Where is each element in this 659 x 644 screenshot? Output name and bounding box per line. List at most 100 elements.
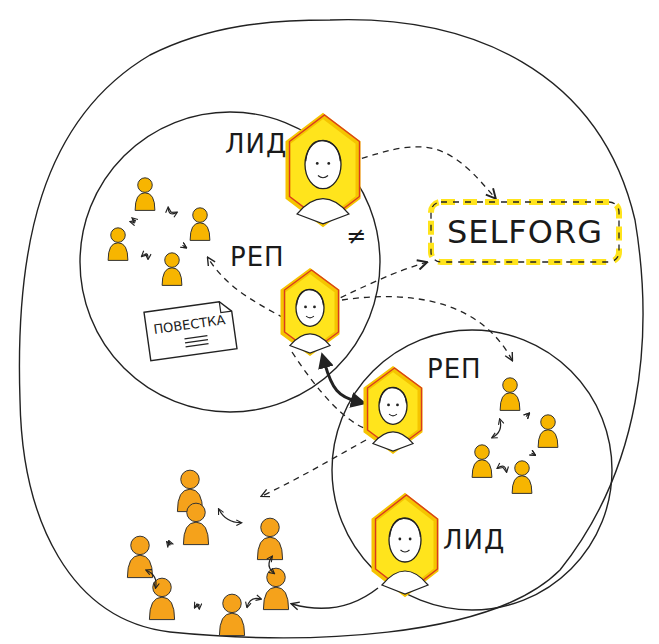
- leader-portrait: [373, 495, 437, 595]
- text-line: [184, 335, 207, 338]
- person-body: [512, 476, 532, 494]
- role-badge: РЕП: [365, 368, 421, 452]
- exchange-arrow: [247, 598, 261, 607]
- person-head: [503, 378, 518, 393]
- role-label: ЛИД: [443, 527, 505, 553]
- text-line: [185, 339, 208, 342]
- shoulders: [373, 432, 413, 451]
- person-icon: [190, 208, 210, 241]
- person-head: [223, 594, 241, 612]
- mouth: [306, 316, 314, 318]
- hexagon-outline: [290, 115, 360, 223]
- person-body: [538, 430, 558, 448]
- head: [305, 140, 341, 188]
- dashed-arrow: [262, 440, 366, 496]
- mouth: [389, 414, 397, 416]
- sheet-outline: [144, 300, 237, 361]
- eye: [396, 404, 399, 407]
- selforg-box: SELFORG: [429, 200, 621, 264]
- dashed-line: [292, 352, 364, 428]
- outer-boundary: [19, 20, 643, 638]
- leader-portrait: [282, 270, 338, 354]
- eye: [316, 162, 319, 165]
- person-icon: [219, 594, 244, 635]
- exchange-arrow: [146, 570, 156, 588]
- person-body: [500, 393, 520, 411]
- person-head: [267, 568, 285, 586]
- person-body: [257, 537, 282, 559]
- solid-arrow: [292, 588, 378, 608]
- team-circle: [80, 112, 380, 412]
- eye: [327, 162, 330, 165]
- exchange-arrow: [497, 466, 506, 472]
- person-head: [475, 445, 490, 460]
- person-body: [162, 268, 182, 286]
- shoulders: [290, 334, 330, 353]
- yellow-dash: [431, 202, 619, 262]
- exchange-arrow: [526, 413, 529, 416]
- exchange-arrow: [532, 453, 535, 455]
- person-icon: [135, 178, 155, 211]
- exchange-arrow: [142, 254, 148, 259]
- inequality-sign: ≠: [346, 224, 366, 248]
- team-circle: [332, 330, 612, 610]
- exchange-arrow: [131, 218, 136, 222]
- exchange-arrow: [219, 509, 241, 522]
- person-icon: [512, 461, 532, 494]
- person-icon: [149, 578, 174, 619]
- head: [296, 289, 324, 326]
- person-body: [263, 587, 288, 609]
- person-head: [131, 536, 149, 554]
- black-dash: [431, 202, 619, 262]
- person-icon: [263, 568, 288, 609]
- person-head: [193, 208, 208, 223]
- dashed-connector: [341, 262, 426, 297]
- person-head: [187, 503, 205, 521]
- person-head: [111, 228, 126, 243]
- person-body: [108, 243, 128, 261]
- eye: [409, 538, 412, 541]
- person-head: [261, 518, 279, 536]
- person-icon: [183, 503, 208, 544]
- person-body: [472, 460, 492, 478]
- mouth: [318, 176, 328, 178]
- role-badge: РЕП: [282, 270, 338, 354]
- person-head: [181, 470, 199, 488]
- dashed-arrow: [342, 297, 512, 360]
- person-head: [138, 178, 153, 193]
- box-title: SELFORG: [447, 216, 603, 248]
- role-label: ЛИД: [225, 131, 287, 157]
- person-body: [190, 223, 210, 241]
- eye: [304, 306, 307, 309]
- hair: [390, 518, 421, 537]
- hair: [297, 290, 324, 306]
- person-icon: [162, 253, 182, 286]
- head: [379, 387, 407, 424]
- person-head: [165, 253, 180, 268]
- person-body: [183, 522, 208, 544]
- person-body: [219, 613, 244, 635]
- leader-portrait: [365, 368, 421, 452]
- exchange-arrow: [183, 245, 186, 247]
- mouth: [401, 550, 410, 552]
- exchange-arrow: [168, 208, 177, 214]
- role-badge: ЛИД: [287, 115, 359, 225]
- person-icon: [500, 378, 520, 411]
- person-body: [135, 193, 155, 211]
- exchange-arrow: [167, 541, 170, 545]
- role-label: РЕП: [230, 244, 285, 270]
- bold-connector: [323, 357, 362, 403]
- leader-portrait: [287, 115, 359, 225]
- role-badge: ЛИД: [373, 495, 437, 595]
- hair: [306, 141, 341, 161]
- dashed-connector: [362, 147, 495, 198]
- person-icon: [538, 415, 558, 448]
- exchange-arrow: [269, 557, 274, 574]
- exchange-arrow: [492, 419, 500, 437]
- exchange-arrow: [195, 604, 199, 608]
- person-icon: [257, 518, 282, 559]
- person-head: [541, 415, 556, 430]
- person-icon: [108, 228, 128, 261]
